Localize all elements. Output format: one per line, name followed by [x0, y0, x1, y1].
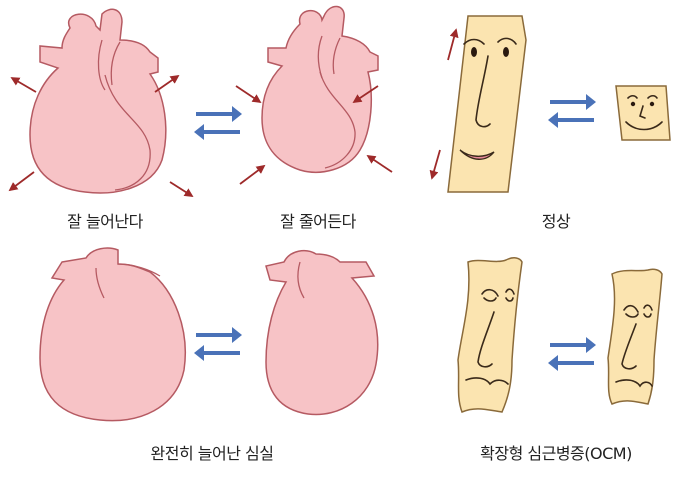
heart-dilated-2 [265, 249, 379, 416]
heart-dilated-1 [39, 247, 186, 422]
muscle-dcm-contracted [607, 268, 663, 405]
heart-stretched [29, 8, 167, 194]
exchange-arrows-normal [548, 94, 596, 128]
label-stretch-well: 잘 늘어난다 [67, 212, 143, 231]
label-dcm: 확장형 심근병증(OCM) [480, 444, 632, 463]
exchange-arrows-3 [194, 327, 242, 361]
muscle-dcm-stretched [457, 257, 523, 413]
label-contract-well: 잘 줄어든다 [280, 212, 356, 231]
exchange-arrows-dcm [548, 337, 596, 371]
exchange-arrows-1 [194, 106, 242, 140]
label-fully-dilated: 완전히 늘어난 심실 [150, 444, 274, 463]
muscle-normal-contracted [615, 85, 671, 141]
muscle-normal-stretched [447, 15, 527, 193]
normal-stretch-arrows [429, 28, 459, 180]
stretch-force-arrows [8, 74, 194, 197]
contract-force-arrows [235, 85, 393, 185]
label-normal: 정상 [541, 212, 571, 231]
heart-contracted [261, 5, 379, 173]
